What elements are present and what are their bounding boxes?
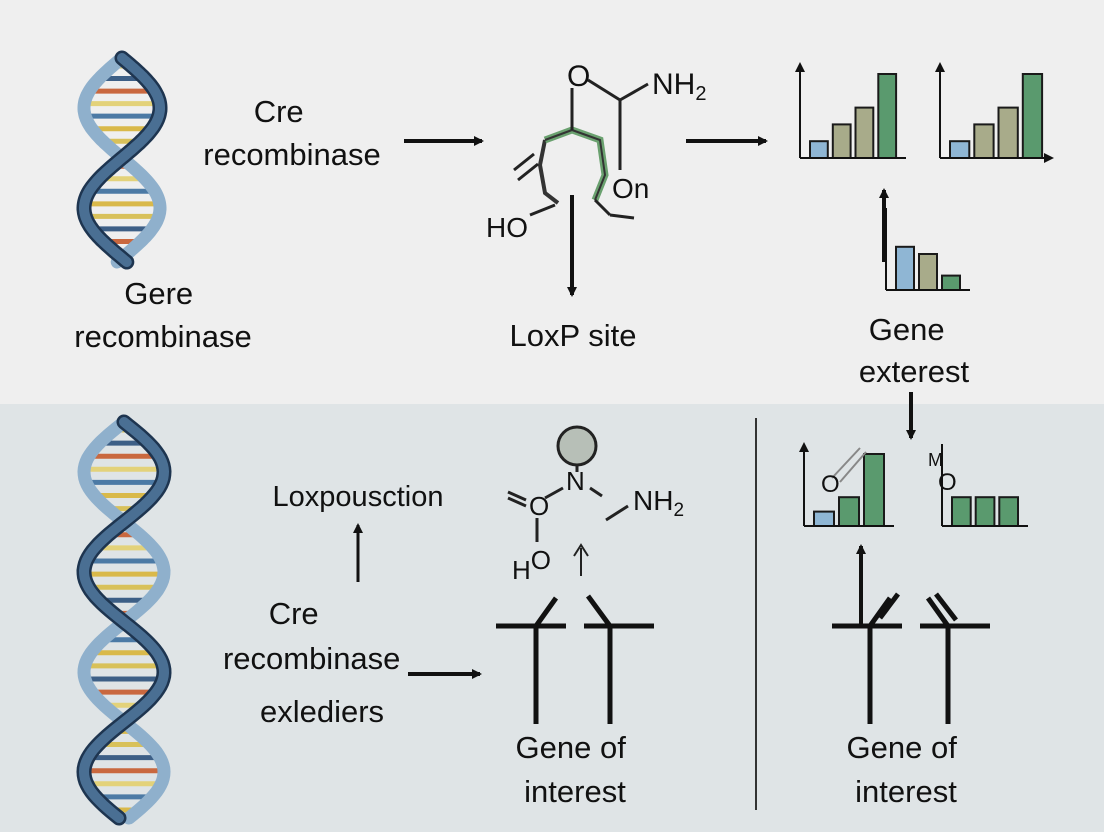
bar-chart — [795, 62, 906, 159]
bar — [1021, 73, 1044, 159]
chem-bond — [589, 486, 603, 498]
atom-circle — [556, 425, 598, 467]
bar — [997, 106, 1019, 159]
chem-on: On — [612, 173, 649, 204]
dna-helix-icon — [76, 50, 168, 270]
bar — [813, 510, 835, 528]
gene-of-interest-label: Gene of interest — [847, 730, 966, 809]
chart-letter: O — [938, 469, 957, 496]
chem-bond — [507, 496, 527, 508]
chem-nitrogen: N — [566, 466, 585, 496]
bar-chart — [935, 62, 1054, 163]
loxpousction-label: Loxpousction — [273, 481, 444, 513]
dna-caption: Gere recombinase — [74, 276, 251, 354]
bar-chart — [799, 442, 894, 528]
bar — [831, 123, 852, 159]
chem-bond — [619, 82, 649, 102]
bottom-panel-background — [0, 404, 1104, 832]
chem-hydroxyl: HO — [486, 212, 528, 243]
chem-bond — [605, 504, 629, 522]
bar — [863, 453, 885, 527]
bar — [809, 140, 829, 159]
chart-letter: M — [928, 450, 943, 470]
chem-bond — [513, 152, 535, 172]
chem-bond — [544, 486, 564, 500]
bar — [854, 106, 875, 159]
dna-strand — [78, 417, 170, 823]
chart-decoration-line — [839, 451, 867, 483]
bar — [998, 496, 1019, 528]
chem-bond — [529, 203, 556, 217]
dna-helix-icon — [76, 414, 172, 826]
chart-letter: O — [821, 471, 840, 498]
chem-hydroxyl: HO — [512, 545, 551, 585]
chem-bond — [573, 543, 589, 557]
bar — [877, 73, 898, 159]
bar — [949, 140, 971, 159]
chem-oxygen: O — [529, 491, 549, 521]
chem-bond — [587, 78, 621, 102]
bar — [918, 253, 938, 291]
top-panel-background — [0, 0, 1104, 404]
chart-decoration-line — [831, 447, 861, 479]
bar — [973, 123, 995, 159]
bar — [941, 274, 961, 292]
receptor-icon — [496, 596, 566, 724]
gene-exterest-label: Gene exterest — [859, 312, 970, 389]
loxp-site-label: LoxP site — [510, 318, 637, 353]
bar — [895, 245, 915, 292]
receptor-icon — [920, 592, 990, 724]
cre-recombinase-exlediers-label: Cre recombinase exlediers — [223, 596, 409, 729]
bar — [951, 496, 972, 528]
gene-of-interest-label: Gene of interest — [516, 730, 635, 809]
chem-bond — [507, 490, 527, 502]
bar — [974, 496, 996, 528]
bar — [838, 496, 860, 528]
chem-bond — [544, 128, 607, 201]
chemical-structure: N O NH2 HO — [507, 425, 684, 585]
bar-chart — [941, 444, 1028, 528]
chemical-structure: O NH2 On HO — [486, 60, 706, 243]
dna-strand — [79, 53, 165, 267]
chem-bond — [517, 162, 539, 182]
chem-bond — [593, 198, 612, 217]
chem-bond — [537, 139, 560, 205]
cre-recombinase-label: Cre recombinase — [203, 94, 380, 172]
chem-bond — [609, 213, 635, 220]
chem-amine: NH2 — [652, 68, 706, 105]
receptor-icon — [584, 594, 654, 724]
chem-oxygen: O — [567, 60, 590, 93]
chem-amine: NH2 — [633, 485, 684, 521]
receptor-icon — [832, 592, 902, 724]
